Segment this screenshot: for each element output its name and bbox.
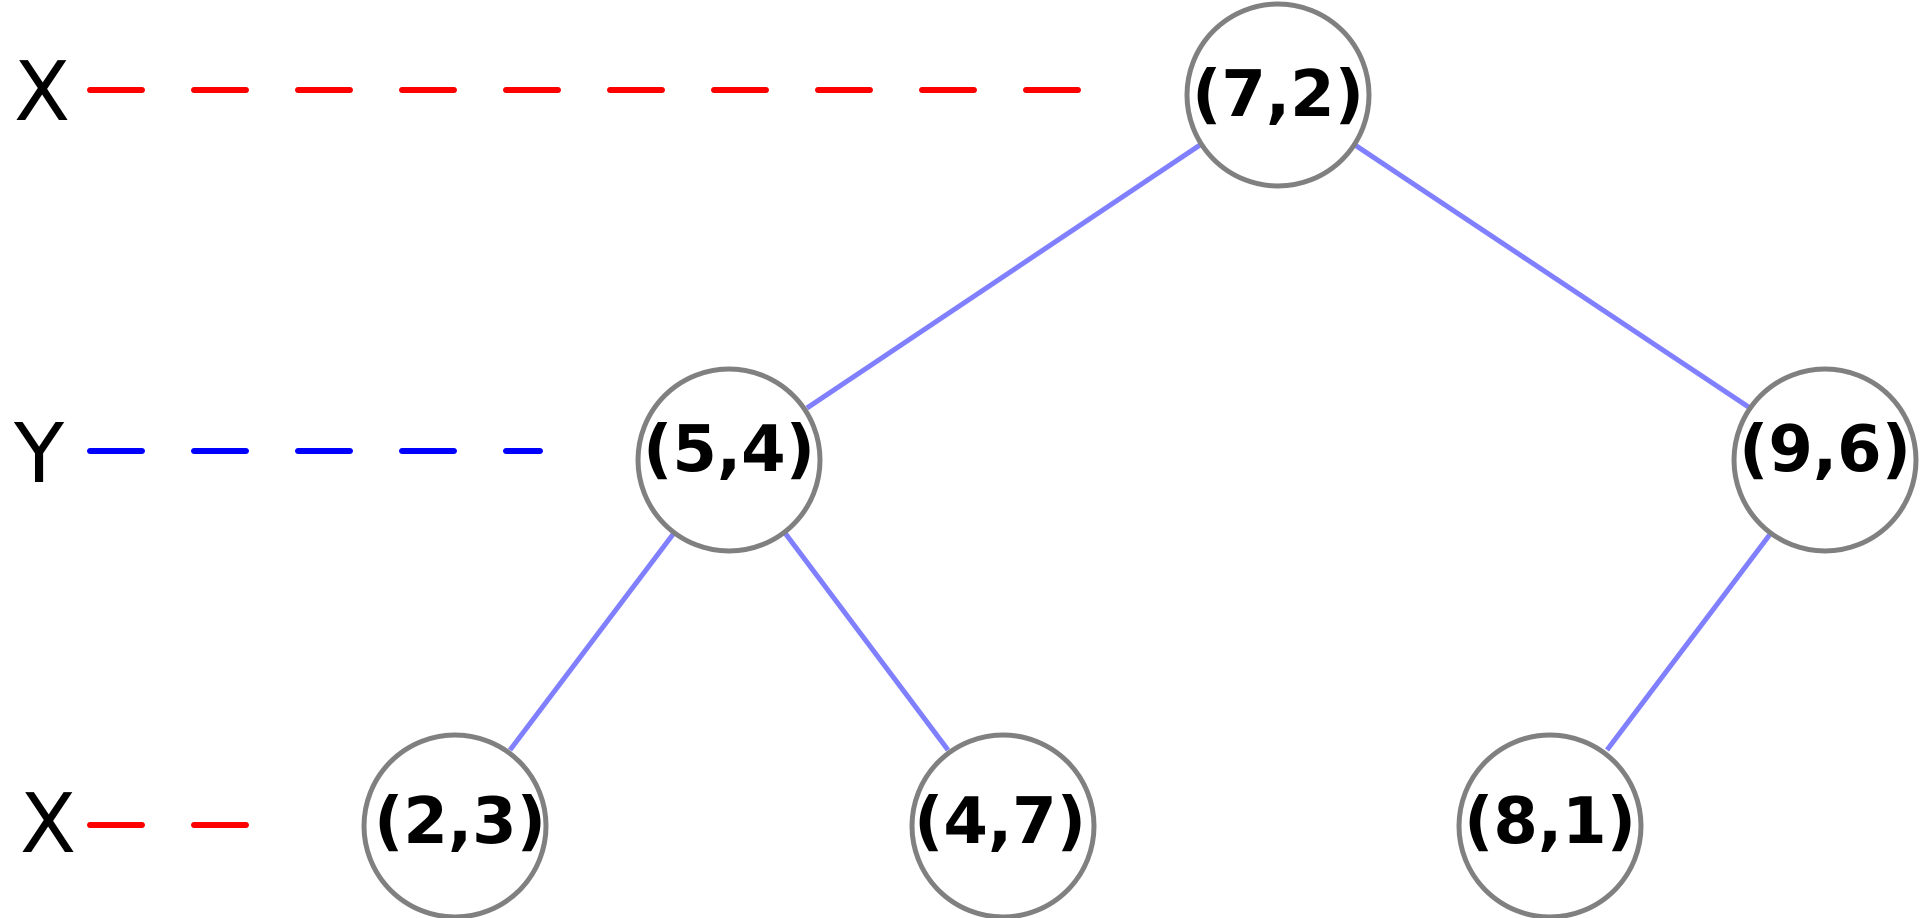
edge-7-2-to-5-4 (805, 142, 1202, 411)
node-label: (7,2) (1192, 58, 1364, 132)
node-circle (361, 732, 549, 918)
node-label: (5,4) (643, 413, 815, 487)
level-indicator-2: X (20, 777, 271, 872)
tree-node-8-1[interactable]: (8,1) (1456, 732, 1644, 918)
tree-edges (508, 142, 1773, 752)
level-indicator-0: X (14, 45, 1093, 140)
edge-5-4-to-2-3 (508, 531, 676, 752)
tree-node-5-4[interactable]: (5,4) (635, 366, 823, 554)
edge-9-6-to-8-1 (1605, 531, 1773, 752)
level-0-axis-label: X (14, 45, 70, 140)
tree-node-7-2[interactable]: (7,2) (1184, 1, 1372, 189)
tree-nodes: (7,2) (5,4) (9,6) (2,3) (4,7) (8,1) (361, 1, 1919, 918)
node-circle (1731, 366, 1919, 554)
level-indicators: X Y X (13, 45, 1093, 872)
tree-node-9-6[interactable]: (9,6) (1731, 366, 1919, 554)
node-circle (635, 366, 823, 554)
level-indicator-1: Y (13, 407, 543, 502)
level-2-axis-label: X (20, 777, 76, 872)
tree-node-2-3[interactable]: (2,3) (361, 732, 549, 918)
tree-node-4-7[interactable]: (4,7) (909, 732, 1097, 918)
node-circle (1184, 1, 1372, 189)
node-label: (9,6) (1739, 413, 1911, 487)
edge-7-2-to-9-6 (1353, 142, 1752, 411)
node-label: (4,7) (914, 785, 1086, 859)
edge-5-4-to-4-7 (783, 531, 950, 752)
node-circle (909, 732, 1097, 918)
node-label: (2,3) (374, 785, 546, 859)
node-circle (1456, 732, 1644, 918)
level-1-axis-label: Y (13, 407, 65, 502)
node-label: (8,1) (1464, 785, 1636, 859)
